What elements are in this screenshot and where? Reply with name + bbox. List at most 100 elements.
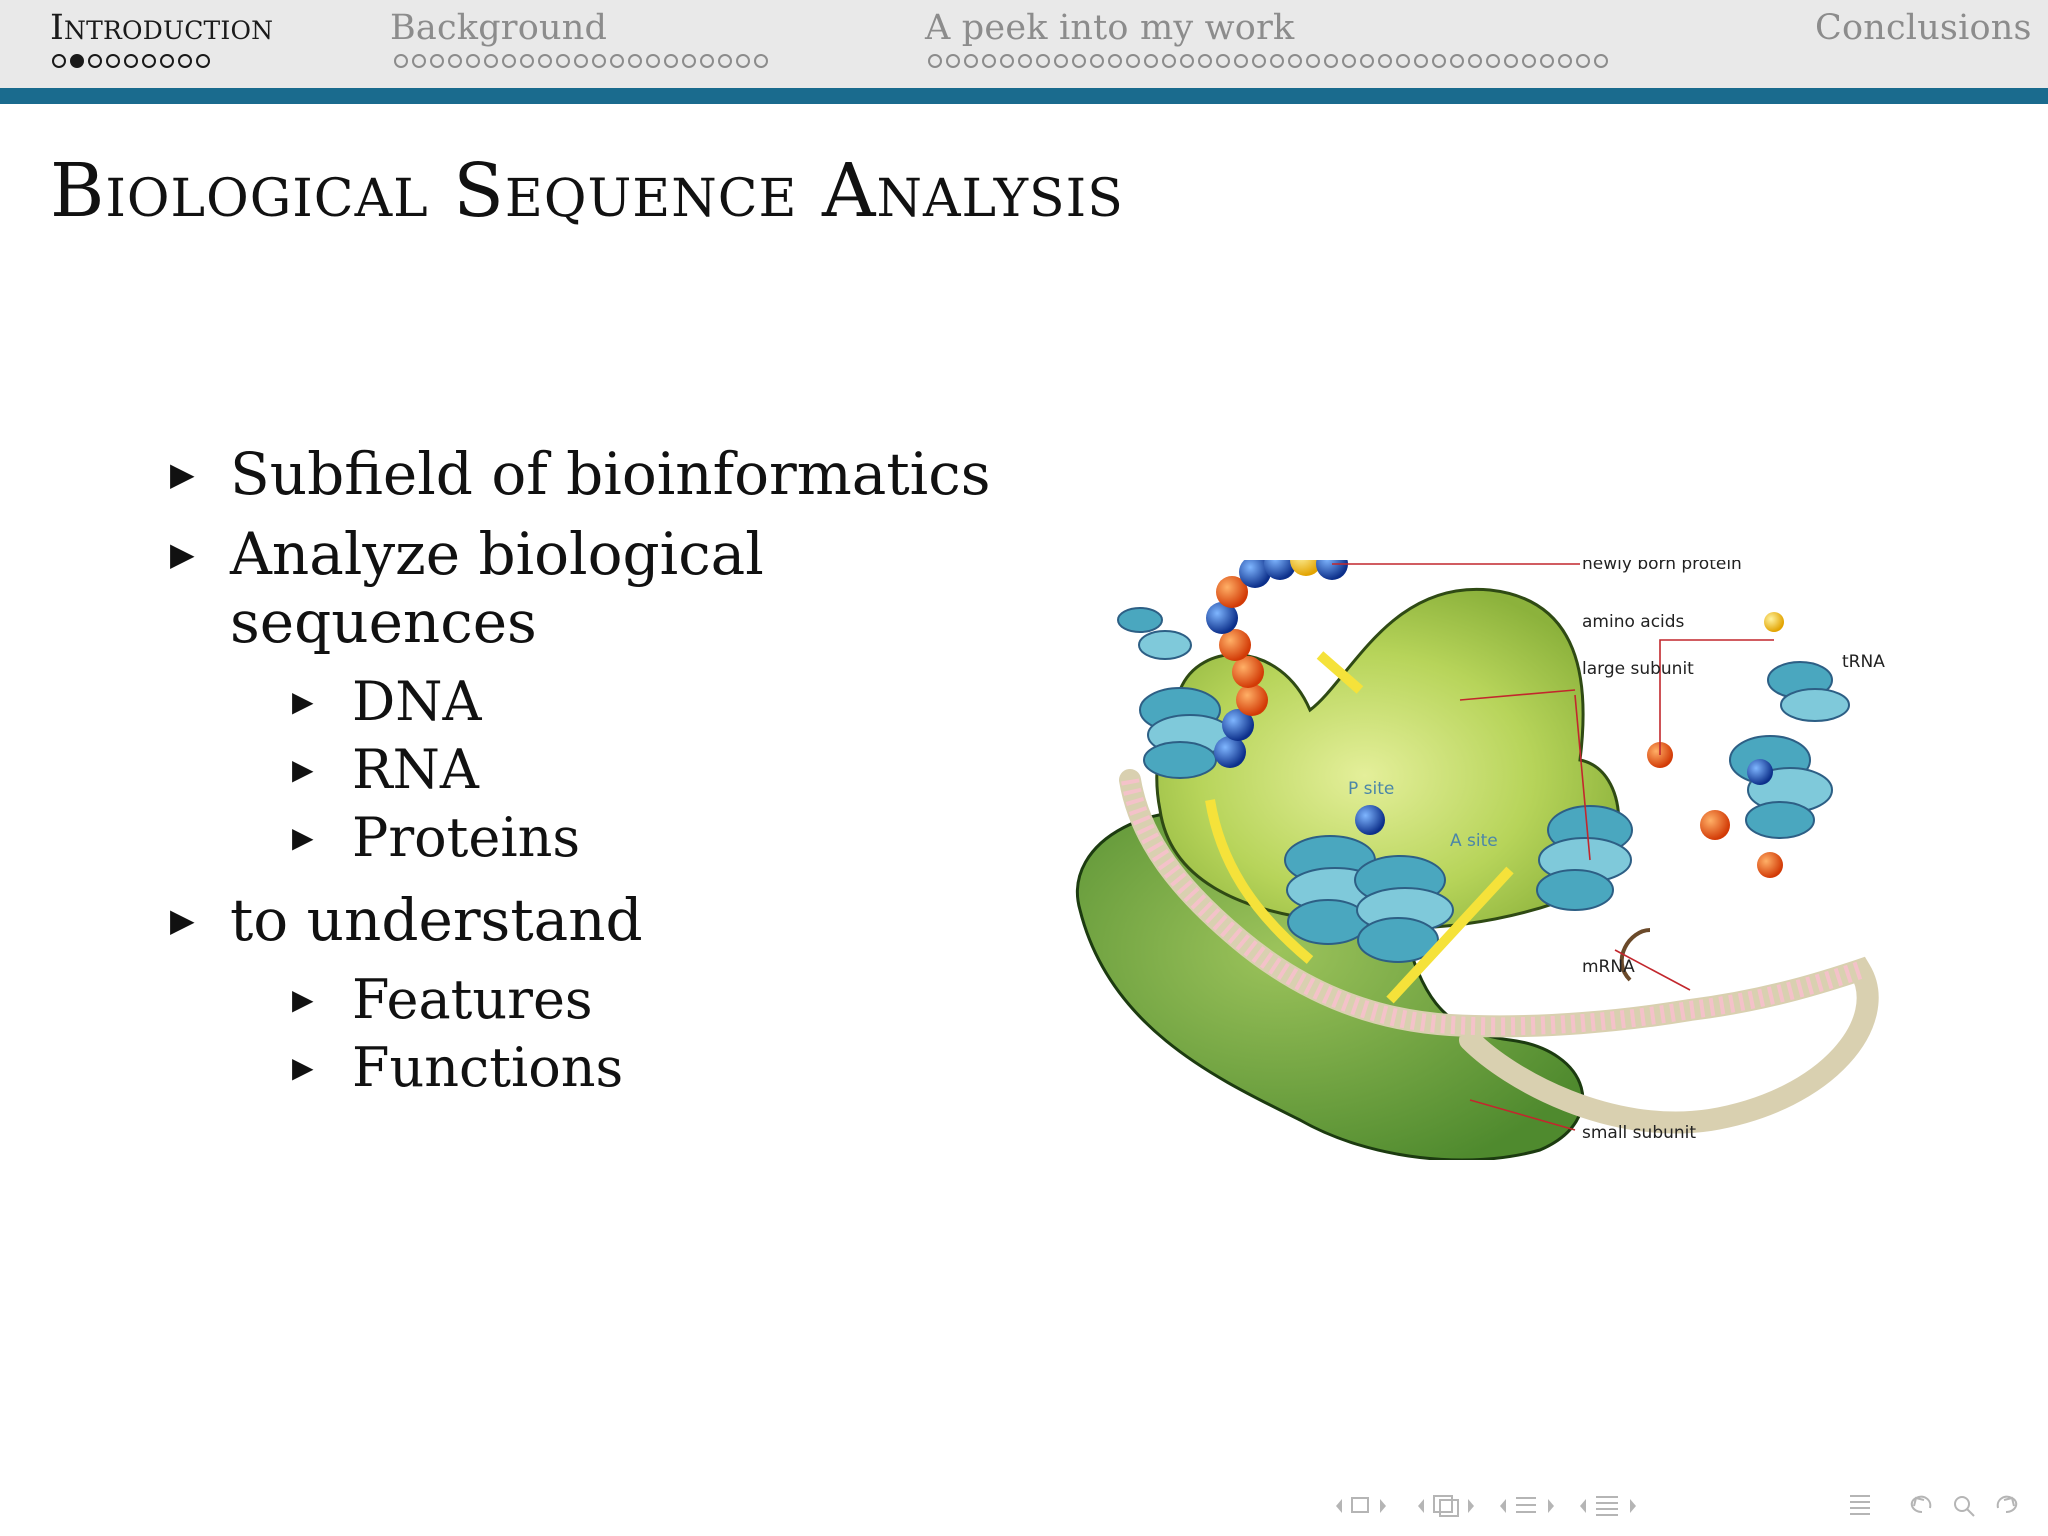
bullet-item: ▶ Analyze biological sequences — [160, 520, 790, 656]
frame-dot[interactable] — [484, 54, 498, 68]
frame-dot[interactable] — [1036, 54, 1050, 68]
frame-dot[interactable] — [1288, 54, 1302, 68]
frame-dot[interactable] — [448, 54, 462, 68]
arrow-left-icon — [1418, 1499, 1424, 1513]
frame-dot[interactable] — [1486, 54, 1500, 68]
back-icon[interactable] — [1910, 1495, 1932, 1513]
frame-dot[interactable] — [52, 54, 66, 68]
subsection-control[interactable] — [1418, 1495, 1474, 1517]
frame-dot[interactable] — [1216, 54, 1230, 68]
frame-dot[interactable] — [646, 54, 660, 68]
triangle-bullet-icon: ▶ — [170, 535, 195, 573]
frame-dot[interactable] — [700, 54, 714, 68]
mrna-strand — [1119, 769, 1879, 1134]
arrow-right-icon — [1468, 1499, 1474, 1513]
arrow-left-icon — [1336, 1499, 1342, 1513]
section-control[interactable] — [1500, 1497, 1554, 1513]
frame-dot[interactable] — [1018, 54, 1032, 68]
frame-dot[interactable] — [1090, 54, 1104, 68]
nav-section-background[interactable]: Background — [390, 8, 608, 48]
frame-dot[interactable] — [1558, 54, 1572, 68]
frame-dot[interactable] — [1234, 54, 1248, 68]
frame-dot[interactable] — [394, 54, 408, 68]
frame-dot[interactable] — [88, 54, 102, 68]
frame-dot[interactable] — [1198, 54, 1212, 68]
frame-dot[interactable] — [664, 54, 678, 68]
frame-dot[interactable] — [538, 54, 552, 68]
frame-dot[interactable] — [1594, 54, 1608, 68]
frame-dot[interactable] — [1504, 54, 1518, 68]
frame-dot[interactable] — [1432, 54, 1446, 68]
frame-dot[interactable] — [1342, 54, 1356, 68]
nav-section-introduction[interactable]: Introduction — [50, 8, 274, 48]
frame-dot[interactable] — [466, 54, 480, 68]
sub-bullet-item: ▶ Proteins — [160, 804, 1020, 872]
frame-dot[interactable] — [1054, 54, 1068, 68]
nav-section-peek[interactable]: A peek into my work — [925, 8, 1295, 48]
menu-icon[interactable] — [1850, 1495, 1870, 1515]
frame-dot[interactable] — [610, 54, 624, 68]
bullet-text: to understand — [230, 886, 643, 954]
search-icon[interactable] — [1954, 1496, 1970, 1512]
frame-dot[interactable] — [520, 54, 534, 68]
frame-dot[interactable] — [412, 54, 426, 68]
frame-dot[interactable] — [1270, 54, 1284, 68]
frame-dot[interactable] — [592, 54, 606, 68]
frame-icon — [1351, 1497, 1369, 1513]
frame-dot[interactable] — [160, 54, 174, 68]
frame-dot[interactable] — [928, 54, 942, 68]
frame-dot[interactable] — [1468, 54, 1482, 68]
frame-dot[interactable] — [1324, 54, 1338, 68]
sub-bullet-item: ▶ Features — [160, 966, 1020, 1034]
frame-dot[interactable] — [1144, 54, 1158, 68]
frame-dot[interactable] — [124, 54, 138, 68]
frame-dot[interactable] — [682, 54, 696, 68]
frame-dot[interactable] — [502, 54, 516, 68]
frame-dot[interactable] — [556, 54, 570, 68]
prev-frame-control[interactable] — [1336, 1497, 1386, 1513]
frame-dot[interactable] — [1180, 54, 1194, 68]
frame-dot[interactable] — [964, 54, 978, 68]
nav-section-conclusions[interactable]: Conclusions — [1815, 8, 2032, 48]
frame-dot[interactable] — [628, 54, 642, 68]
frame-dot[interactable] — [106, 54, 120, 68]
frame-dot[interactable] — [1576, 54, 1590, 68]
sub-bullet-text: Functions — [352, 1036, 624, 1099]
frame-dot[interactable] — [736, 54, 750, 68]
frame-dot[interactable] — [1360, 54, 1374, 68]
frame-dot[interactable] — [1252, 54, 1266, 68]
frame-dot[interactable] — [1450, 54, 1464, 68]
section-icon — [1516, 1497, 1536, 1513]
frame-dot[interactable] — [1306, 54, 1320, 68]
label-trna: tRNA — [1842, 652, 1885, 672]
sub-bullet-text: DNA — [352, 670, 482, 733]
frame-dot[interactable] — [1522, 54, 1536, 68]
frame-dot[interactable] — [1378, 54, 1392, 68]
frame-dot[interactable] — [178, 54, 192, 68]
sub-bullet-item: ▶ Functions — [160, 1034, 1020, 1102]
frame-dot[interactable] — [70, 54, 84, 68]
forward-icon[interactable] — [1996, 1495, 2018, 1513]
frame-dot[interactable] — [1072, 54, 1086, 68]
nav-dots-background — [394, 54, 768, 68]
section-navigation: Introduction Background A peek into my w… — [0, 0, 2048, 88]
frame-dot[interactable] — [1540, 54, 1554, 68]
label-amino-acids: amino acids — [1582, 612, 1685, 632]
frame-dot[interactable] — [718, 54, 732, 68]
frame-dot[interactable] — [1126, 54, 1140, 68]
frame-dot[interactable] — [1108, 54, 1122, 68]
frame-dot[interactable] — [754, 54, 768, 68]
frame-dot[interactable] — [946, 54, 960, 68]
frame-dot[interactable] — [430, 54, 444, 68]
sub-bullet-item: ▶ DNA — [160, 668, 1020, 736]
frame-dot[interactable] — [982, 54, 996, 68]
frame-dot[interactable] — [1000, 54, 1014, 68]
frame-dot[interactable] — [1162, 54, 1176, 68]
section-list-control[interactable] — [1580, 1496, 1636, 1516]
frame-dot[interactable] — [1396, 54, 1410, 68]
frame-dot[interactable] — [1414, 54, 1428, 68]
frame-dot[interactable] — [196, 54, 210, 68]
frame-dot[interactable] — [574, 54, 588, 68]
sub-bullet-text: Features — [352, 968, 593, 1031]
frame-dot[interactable] — [142, 54, 156, 68]
